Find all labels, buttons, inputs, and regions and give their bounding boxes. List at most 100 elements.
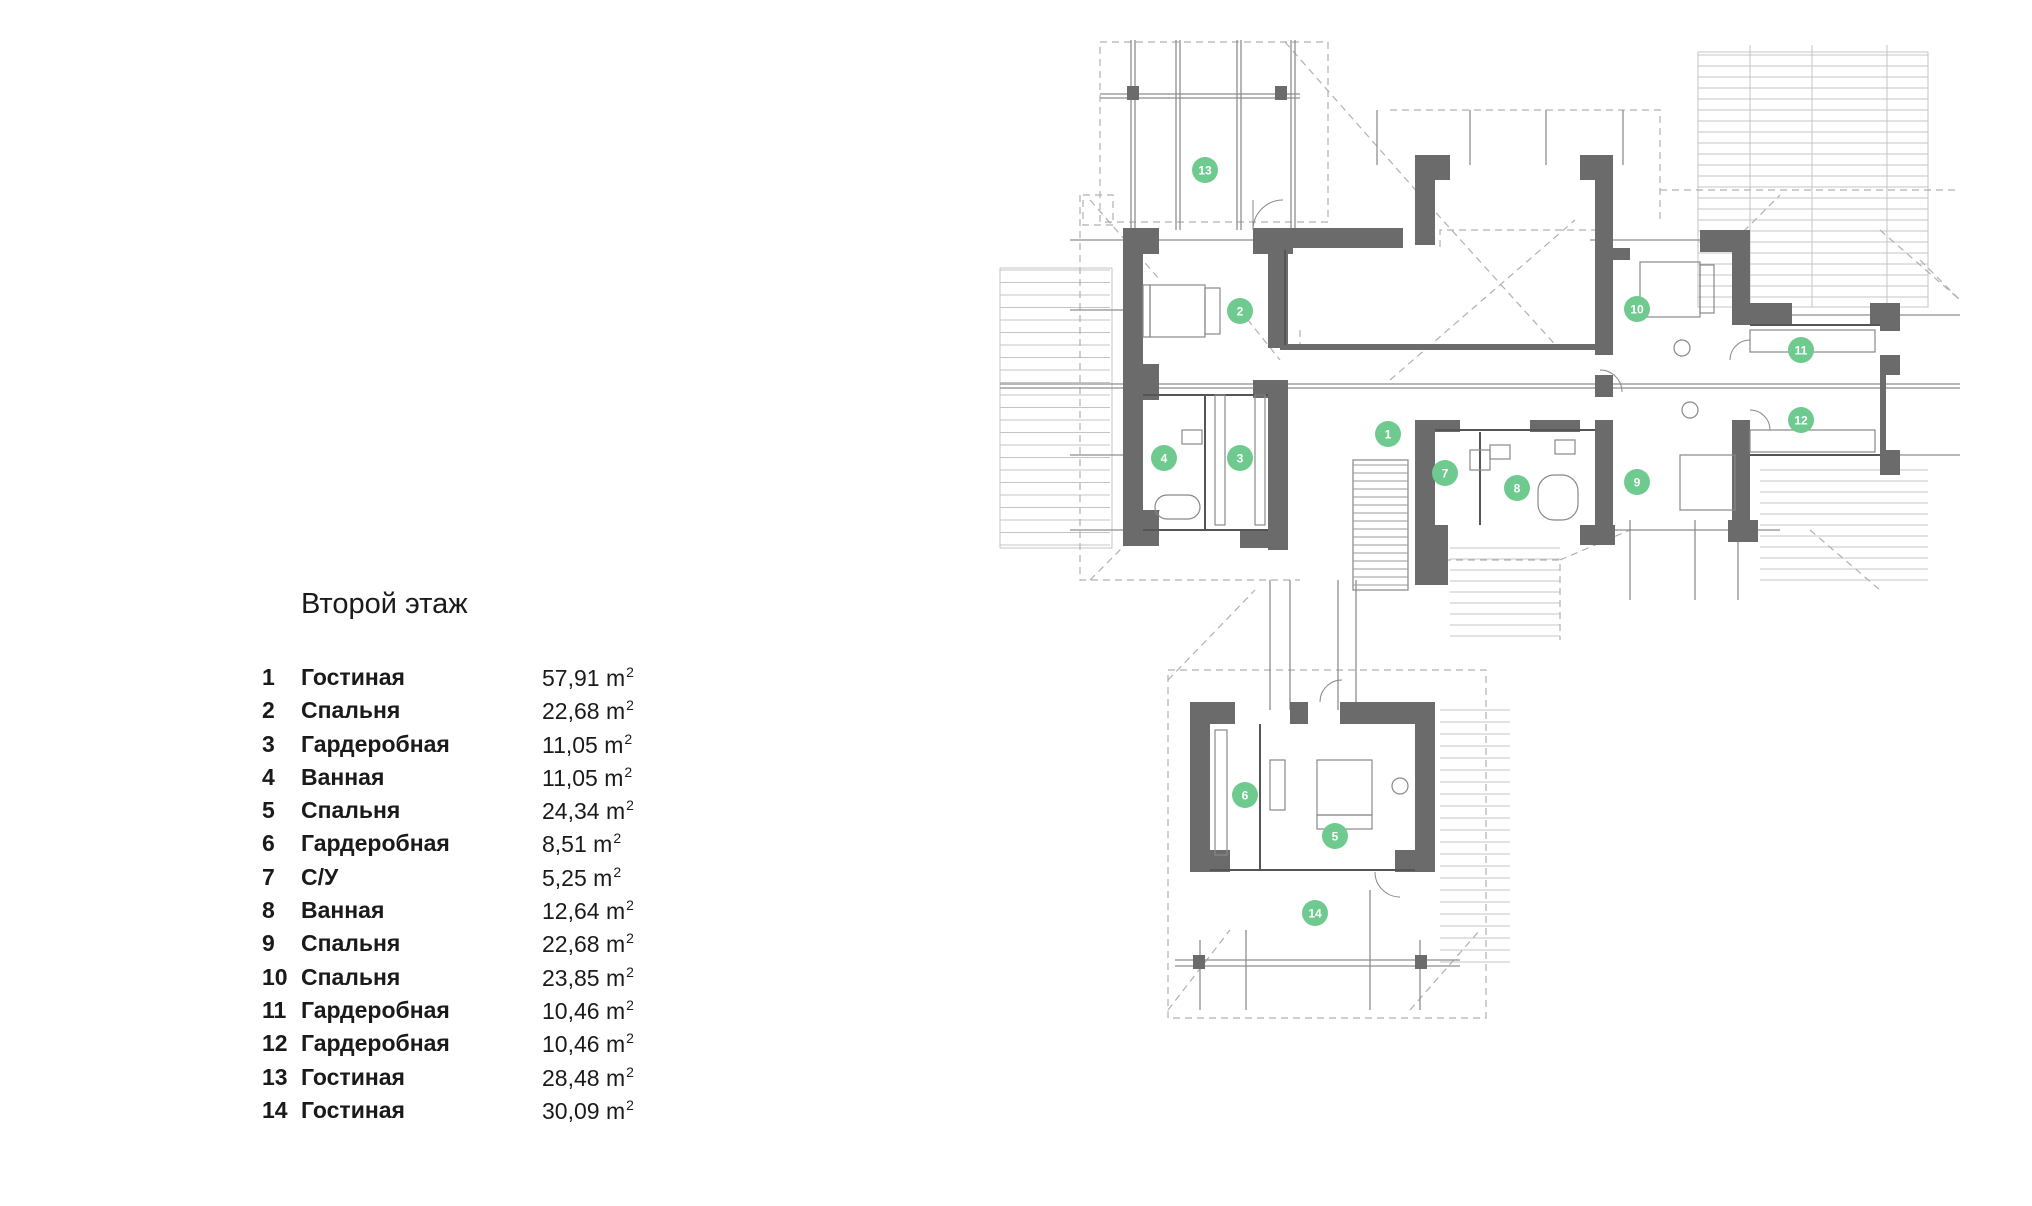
room-name: Спальня <box>301 930 401 957</box>
room-number: 8 <box>262 897 275 924</box>
room-marker: 2 <box>1227 298 1253 324</box>
room-number: 4 <box>262 763 275 790</box>
room-marker-circle <box>1227 445 1253 471</box>
room-area: 28,48 m2 <box>542 1063 634 1091</box>
room-name: Гардеробная <box>301 830 450 857</box>
room-walls-thin <box>1143 250 1880 871</box>
structure-lines <box>1000 40 1960 1010</box>
room-marker-circle <box>1432 460 1458 486</box>
area-unit-superscript: 2 <box>624 730 633 747</box>
room-area: 57,91 m2 <box>542 664 634 691</box>
room-area: 10,46 m2 <box>542 996 634 1024</box>
room-marker-label: 7 <box>1442 467 1449 481</box>
room-marker: 1 <box>1375 421 1401 447</box>
room-marker-circle <box>1322 823 1348 849</box>
room-area: 24,34 m2 <box>542 797 634 825</box>
room-marker: 14 <box>1302 900 1328 926</box>
room-marker-label: 6 <box>1242 789 1249 803</box>
room-name: С/У <box>301 863 339 890</box>
room-name: Гардеробная <box>301 730 450 757</box>
area-unit-superscript: 2 <box>626 664 634 680</box>
door-swings <box>1252 199 1771 898</box>
room-marker-label: 13 <box>1198 164 1212 178</box>
room-name: Ванная <box>301 897 385 924</box>
room-number: 3 <box>262 730 275 757</box>
area-unit-superscript: 2 <box>613 863 622 880</box>
room-marker: 12 <box>1788 407 1814 433</box>
room-name: Гардеробная <box>301 996 450 1023</box>
room-marker-circle <box>1232 782 1258 808</box>
room-marker-label: 8 <box>1514 482 1521 496</box>
room-marker-circle <box>1151 445 1177 471</box>
stairs-treads <box>1353 464 1408 586</box>
room-marker-label: 10 <box>1630 303 1644 317</box>
room-marker: 6 <box>1232 782 1258 808</box>
room-marker-circle <box>1375 421 1401 447</box>
room-name: Гостиная <box>301 664 405 690</box>
room-area: 5,25 m2 <box>542 863 622 891</box>
area-unit-superscript: 2 <box>624 763 633 780</box>
room-marker-label: 14 <box>1308 907 1322 921</box>
area-unit-superscript: 2 <box>626 1096 634 1113</box>
room-marker: 5 <box>1322 823 1348 849</box>
room-area: 22,68 m2 <box>542 697 634 725</box>
room-marker: 4 <box>1151 445 1177 471</box>
room-number: 10 <box>262 963 288 990</box>
area-unit-superscript: 2 <box>626 797 634 814</box>
area-unit-superscript: 2 <box>626 963 634 980</box>
area-unit-superscript: 2 <box>626 1030 634 1047</box>
room-marker-label: 5 <box>1332 830 1339 844</box>
area-unit-superscript: 2 <box>626 930 634 947</box>
room-marker-label: 11 <box>1795 344 1808 358</box>
room-marker-label: 4 <box>1161 452 1168 466</box>
room-marker: 3 <box>1227 445 1253 471</box>
room-marker-label: 3 <box>1237 452 1244 466</box>
room-number: 9 <box>262 930 275 957</box>
area-unit-superscript: 2 <box>626 897 634 914</box>
room-name: Спальня <box>301 963 401 990</box>
room-area: 12,64 m2 <box>542 897 634 925</box>
room-marker: 11 <box>1788 337 1814 363</box>
room-number: 2 <box>262 697 275 724</box>
room-marker-circle <box>1504 475 1530 501</box>
room-number: 7 <box>262 863 275 890</box>
room-area: 11,05 m2 <box>542 730 633 758</box>
room-name: Ванная <box>301 763 385 790</box>
room-number: 14 <box>262 1096 288 1123</box>
room-area: 30,09 m2 <box>542 1096 634 1124</box>
room-number: 6 <box>262 830 275 857</box>
room-number: 13 <box>262 1063 288 1090</box>
room-marker-circle <box>1624 296 1650 322</box>
legend-title: Второй этаж <box>301 588 468 620</box>
room-area: 11,05 m2 <box>542 763 633 791</box>
room-marker-circle <box>1227 298 1253 324</box>
room-area: 22,68 m2 <box>542 930 634 958</box>
room-marker-circle <box>1788 407 1814 433</box>
room-marker-label: 12 <box>1794 414 1808 428</box>
room-area: 23,85 m2 <box>542 963 634 991</box>
room-name: Спальня <box>301 697 401 724</box>
room-area: 8,51 m2 <box>542 830 622 858</box>
room-name: Спальня <box>301 797 401 824</box>
room-marker: 9 <box>1624 469 1650 495</box>
room-number: 1 <box>262 664 275 690</box>
room-number: 12 <box>262 1030 288 1057</box>
room-marker-label: 1 <box>1385 428 1392 442</box>
room-marker: 10 <box>1624 296 1650 322</box>
room-marker-circle <box>1624 469 1650 495</box>
furniture <box>1142 261 1876 856</box>
room-marker-circle <box>1302 900 1328 926</box>
room-marker-circle <box>1192 157 1218 183</box>
room-marker-label: 2 <box>1237 305 1244 319</box>
roof-hatching <box>999 45 1929 963</box>
room-name: Гардеробная <box>301 1030 450 1057</box>
room-area: 10,46 m2 <box>542 1030 634 1058</box>
room-marker-circle <box>1788 337 1814 363</box>
walls <box>1123 86 1900 969</box>
room-name: Гостиная <box>301 1096 405 1123</box>
area-unit-superscript: 2 <box>613 830 622 847</box>
area-unit-superscript: 2 <box>626 1063 634 1080</box>
room-number: 11 <box>262 996 287 1023</box>
